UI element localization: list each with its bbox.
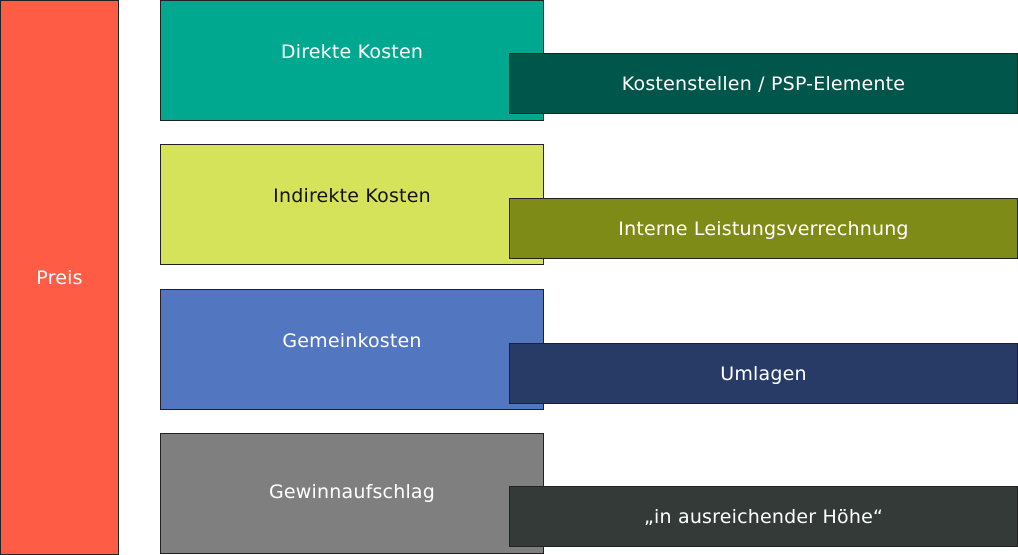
price-box: Preis xyxy=(0,0,119,555)
category-label-profit-markup: Gewinnaufschlag xyxy=(268,481,436,503)
category-label-indirect-costs: Indirekte Kosten xyxy=(273,184,431,207)
category-profit-markup: Gewinnaufschlag xyxy=(160,433,544,554)
price-label: Preis xyxy=(36,266,83,289)
detail-label-internal-allocation: Interne Leistungsverrechnung xyxy=(618,217,909,240)
detail-internal-allocation: Interne Leistungsverrechnung xyxy=(509,198,1018,259)
detail-sufficient-amount: „in ausreichender Höhe“ xyxy=(509,486,1018,547)
detail-apportionment: Umlagen xyxy=(509,343,1018,404)
detail-cost-centers: Kostenstellen / PSP-Elemente xyxy=(509,53,1018,114)
detail-label-sufficient-amount: „in ausreichender Höhe“ xyxy=(643,505,884,528)
detail-label-cost-centers: Kostenstellen / PSP-Elemente xyxy=(621,72,906,95)
category-indirect-costs: Indirekte Kosten xyxy=(160,144,544,265)
category-direct-costs: Direkte Kosten xyxy=(160,0,544,121)
detail-label-apportionment: Umlagen xyxy=(720,362,807,385)
category-overhead-costs: Gemeinkosten xyxy=(160,289,544,410)
category-label-direct-costs: Direkte Kosten xyxy=(280,40,424,63)
category-label-overhead-costs: Gemeinkosten xyxy=(282,329,422,352)
